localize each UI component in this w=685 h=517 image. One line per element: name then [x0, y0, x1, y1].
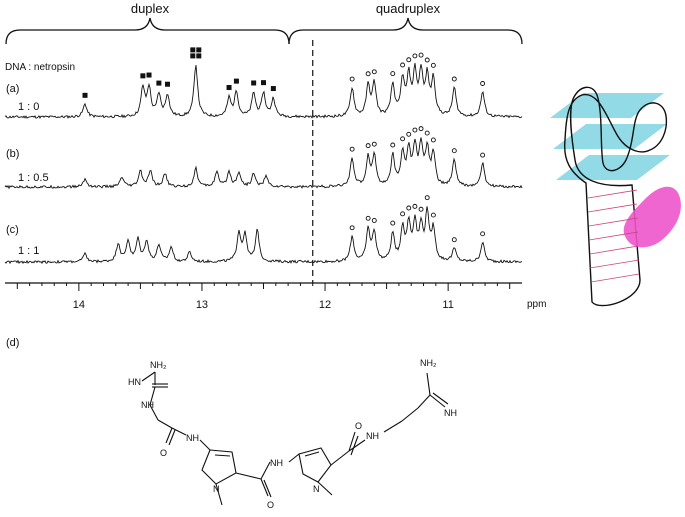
atom-n: N	[213, 484, 220, 494]
ratio-label-b: 1 : 0.5	[18, 172, 49, 184]
x-axis-ticks	[16, 283, 511, 291]
quadruplex-peak-marker	[406, 131, 412, 137]
quadruplex-peak-marker	[400, 62, 406, 68]
quadruplex-peak-marker	[418, 126, 424, 132]
atom-nh: NH	[444, 408, 457, 418]
duplex-brace	[5, 17, 290, 45]
quadruplex-peak-marker	[412, 203, 418, 209]
atom-n: N	[313, 484, 320, 494]
ratio-label-c: 1 : 1	[18, 245, 39, 257]
atom-nh: NH	[270, 458, 283, 468]
x-tick-label: 11	[442, 299, 453, 311]
g-quartet-plane-bottom	[556, 155, 670, 180]
netropsin-atom-labels: NH₂ HN NH O NH N O NH N O NH NH₂ NH	[128, 358, 457, 510]
atom-o: O	[160, 448, 167, 458]
panel-label-d: (d)	[6, 337, 19, 349]
quadruplex-brace	[288, 17, 523, 45]
quadruplex-peak-marker	[390, 142, 396, 148]
duplex-peak-marker	[196, 53, 202, 59]
region-label-quadruplex: quadruplex	[376, 1, 441, 16]
quadruplex-peak-marker	[400, 136, 406, 142]
duplex-peak-marker	[82, 92, 88, 98]
quadruplex-peak-marker	[365, 143, 371, 149]
quadruplex-peak-marker	[406, 205, 412, 211]
quadruplex-peak-marker	[480, 152, 486, 158]
legend-title: DNA : netropsin	[5, 62, 75, 73]
x-axis-unit: ppm	[527, 299, 546, 310]
panel-label-b: (b)	[6, 148, 19, 160]
region-label-duplex: duplex	[131, 1, 170, 16]
quadruplex-peak-marker	[349, 76, 355, 82]
atom-o: O	[355, 421, 362, 431]
x-tick-label: 13	[196, 299, 208, 311]
quadruplex-peak-marker	[349, 146, 355, 152]
g-quartet-plane-middle	[553, 124, 667, 149]
atom-hn: HN	[128, 377, 141, 387]
netropsin-structure	[141, 371, 449, 506]
panel-label-c: (c)	[6, 224, 19, 236]
quadruplex-peak-marker	[371, 69, 377, 75]
atom-nh: NH	[141, 400, 154, 410]
quadruplex-peak-marker	[418, 52, 424, 58]
quadruplex-peak-marker	[480, 81, 486, 86]
duplex-peak-marker	[251, 80, 257, 86]
duplex-peak-marker	[190, 53, 196, 59]
quadruplex-peak-marker	[412, 127, 418, 133]
atom-o: O	[267, 500, 274, 510]
spectrum-trace-b	[4, 137, 523, 190]
spectrum-trace-a	[4, 62, 523, 119]
quadruplex-peak-marker	[430, 212, 436, 218]
quadruplex-peak-marker	[430, 62, 436, 68]
duplex-peak-marker	[226, 85, 232, 91]
atom-nh2: NH₂	[420, 358, 437, 368]
quadruplex-peak-marker	[418, 206, 424, 212]
quadruplex-peak-marker	[390, 220, 396, 226]
x-tick-label: 14	[73, 299, 85, 311]
dna-topology-diagram	[550, 86, 681, 307]
quadruplex-peak-marker	[390, 71, 396, 77]
spectrum-trace-c	[4, 206, 523, 265]
duplex-peak-marker	[146, 72, 152, 78]
atom-nh: NH	[186, 433, 199, 443]
duplex-peak-marker	[190, 47, 196, 53]
quadruplex-peak-marker	[365, 71, 371, 77]
duplex-peak-marker	[140, 73, 146, 79]
atom-nh2: NH₂	[150, 360, 167, 370]
duplex-peak-marker	[233, 78, 239, 84]
quadruplex-peak-marker	[371, 141, 377, 147]
quadruplex-peak-marker	[365, 215, 371, 221]
quadruplex-peak-marker	[406, 57, 412, 63]
duplex-peak-marker	[261, 80, 266, 86]
quadruplex-peak-marker	[451, 148, 457, 154]
quadruplex-peak-marker	[400, 211, 406, 217]
quadruplex-peak-marker	[349, 225, 355, 231]
quadruplex-peak-marker	[480, 231, 486, 237]
minor-groove-hatching	[587, 189, 640, 283]
quadruplex-peak-marker	[371, 218, 377, 223]
quadruplex-peak-marker	[451, 237, 457, 243]
ratio-label-a: 1 : 0	[18, 101, 39, 113]
atom-nh: NH	[366, 431, 379, 441]
duplex-peak-marker	[156, 80, 162, 86]
panel-label-a: (a)	[6, 83, 19, 95]
duplex-peak-marker	[164, 81, 170, 87]
quadruplex-peak-marker	[451, 76, 457, 82]
quadruplex-strand	[563, 86, 668, 307]
g-quartet-plane-top	[550, 93, 664, 118]
duplex-peak-marker	[196, 47, 202, 53]
quadruplex-peak-marker	[424, 195, 430, 201]
quadruplex-peak-marker	[424, 57, 430, 63]
x-tick-label: 12	[319, 299, 331, 311]
quadruplex-peak-marker	[412, 53, 418, 59]
duplex-peak-marker	[270, 86, 276, 92]
quadruplex-peak-marker	[430, 137, 436, 143]
quadruplex-peak-marker	[424, 130, 430, 136]
peak-markers	[82, 47, 486, 243]
